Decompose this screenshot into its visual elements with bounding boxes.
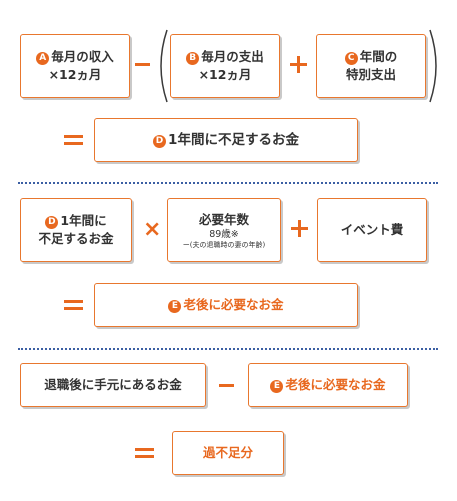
required-years-box: 必要年数 89歳※ ー(夫の退職時の妻の年齢) [167, 198, 281, 262]
badge-d: D [45, 216, 59, 229]
minus-operator [219, 384, 234, 387]
required-years-note: ー(夫の退職時の妻の年齢) [182, 240, 266, 249]
badge-d: D [153, 135, 167, 148]
required-years-title: 必要年数 [198, 211, 249, 227]
annual-shortfall-label-line2: 不足するお金 [38, 231, 114, 246]
monthly-income-label: 毎月の収入 [51, 49, 114, 64]
plus-operator [290, 56, 307, 73]
annual-special-label-line1: 年間の [359, 49, 398, 64]
monthly-expense-label: 毎月の支出 [201, 49, 264, 64]
required-years-age: 89歳※ [209, 228, 239, 240]
surplus-shortfall-result-box: 過不足分 [172, 431, 284, 475]
event-cost-label: イベント費 [340, 222, 404, 237]
monthly-income-multiplier: ×12ヵ月 [48, 67, 102, 82]
retirement-need-label: 老後に必要なお金 [183, 297, 284, 312]
annual-shortfall-label: 1年間に不足するお金 [168, 132, 299, 148]
times-operator: × [143, 217, 162, 242]
badge-e: E [168, 300, 182, 313]
section-divider-2 [18, 348, 438, 350]
badge-b: B [186, 52, 200, 65]
plus-operator [291, 220, 308, 237]
annual-special-label-line2: 特別支出 [345, 67, 396, 82]
equals-operator [135, 448, 154, 458]
surplus-shortfall-label: 過不足分 [202, 445, 253, 460]
event-cost-box: イベント費 [317, 198, 427, 262]
equals-operator [64, 300, 83, 310]
assets-after-retirement-box: 退職後に手元にあるお金 [20, 363, 206, 407]
section-divider-1 [18, 182, 438, 184]
badge-e: E [270, 380, 284, 393]
badge-a: A [36, 52, 50, 65]
minus-operator [135, 63, 150, 66]
monthly-expense-multiplier: ×12ヵ月 [198, 67, 252, 82]
right-paren [429, 29, 437, 103]
assets-after-retirement-label: 退職後に手元にあるお金 [44, 377, 182, 392]
annual-shortfall-label-line1: 1年間に [60, 213, 107, 228]
equals-operator [64, 135, 83, 145]
badge-c: C [344, 52, 358, 65]
retirement-need-label: 老後に必要なお金 [285, 377, 386, 392]
left-paren [160, 29, 168, 103]
